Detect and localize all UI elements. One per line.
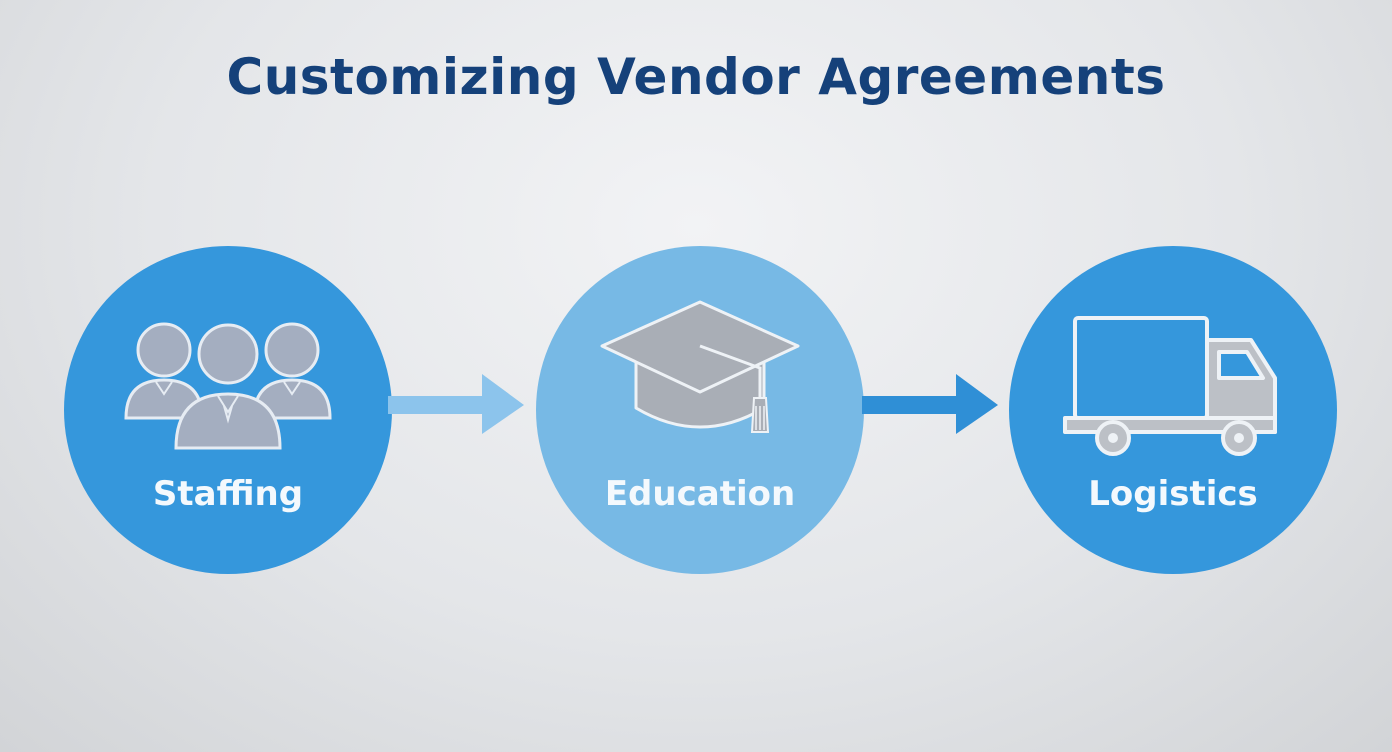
- arrow-right-icon: [862, 374, 998, 434]
- logistics-node: Logistics: [1009, 246, 1337, 574]
- arrow-right-icon: [388, 374, 524, 434]
- diagram-title: Customizing Vendor Agreements: [226, 48, 1166, 106]
- staffing-node: Staffing: [64, 246, 392, 574]
- education-label: Education: [604, 474, 796, 514]
- graduation-cap-icon: [600, 300, 800, 433]
- people-group-icon: [124, 322, 332, 450]
- staffing-label: Staffing: [152, 474, 304, 514]
- logistics-label: Logistics: [1088, 474, 1258, 514]
- education-node: Education: [536, 246, 864, 574]
- delivery-truck-icon: [1063, 316, 1277, 456]
